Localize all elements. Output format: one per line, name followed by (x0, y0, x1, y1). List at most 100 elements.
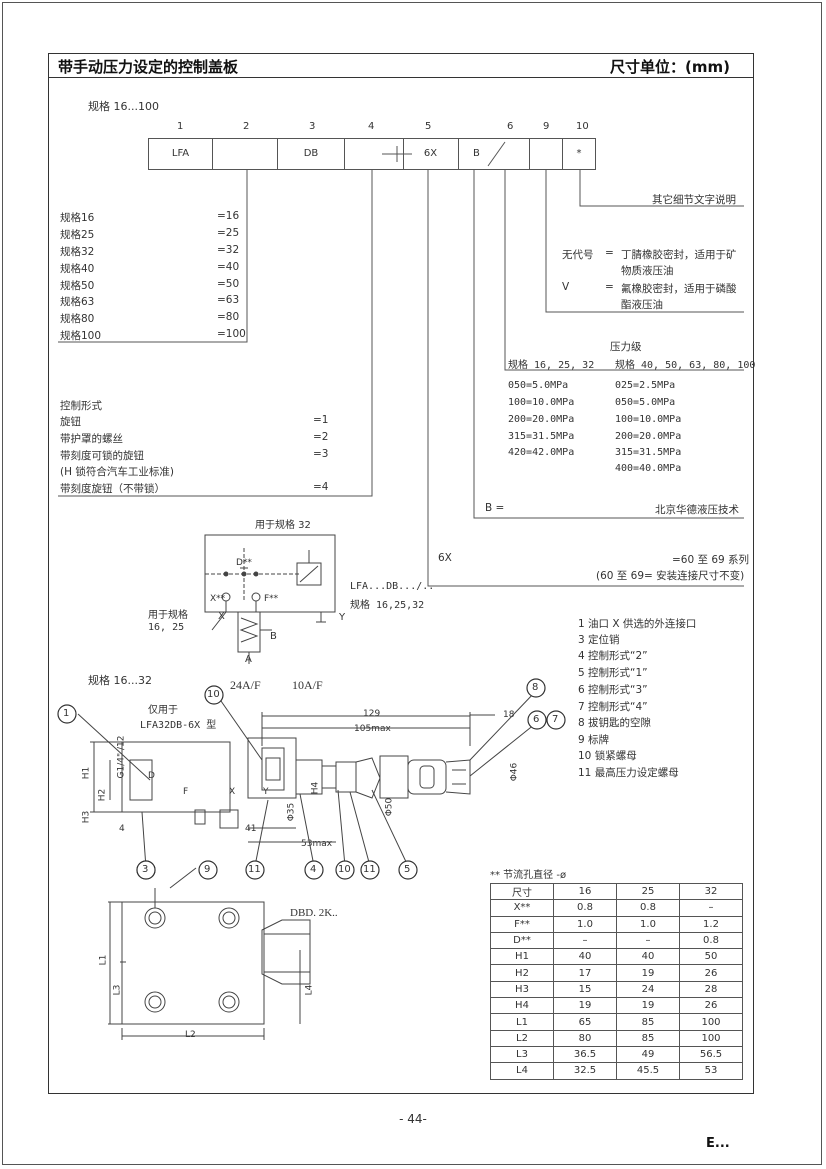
legend-item: 5 控制形式“1” (578, 667, 648, 679)
label-l2: L2 (185, 1030, 196, 1040)
page-title: 带手动压力设定的控制盖板 (58, 58, 239, 76)
table-cell: – (553, 931, 617, 950)
callout-7 (546, 710, 566, 730)
control-title: 控制形式 (60, 400, 102, 412)
legend-item: 11 最高压力设定螺母 (578, 767, 679, 779)
callout-label: 6 (533, 714, 540, 725)
table-cell: 0.8 (553, 899, 617, 917)
table-cell: H2 (490, 964, 554, 982)
table-row: D**––0.8 (490, 931, 743, 950)
size-code: =32 (217, 244, 240, 256)
callout-3b (136, 860, 156, 880)
page-number: - 44- (399, 1112, 427, 1126)
seal-desc: 酯液压油 (621, 299, 663, 311)
table-cell: 65 (553, 1013, 617, 1031)
legend-item: 4 控制形式“2” (578, 650, 648, 662)
callout-label: 10 (207, 689, 220, 700)
dim-129: 129 (363, 709, 381, 719)
callout-label: 3 (142, 864, 149, 875)
label-dbd: DBD. 2K.. (290, 907, 338, 919)
symbol-for-size32: 用于规格 32 (255, 520, 311, 531)
symbol-port-y: Y (339, 612, 346, 623)
pressure-value: 400=40.0MPa (615, 463, 682, 474)
code-index-4: 4 (368, 121, 375, 132)
content-frame (48, 53, 754, 1094)
pressure-title: 压力级 (610, 341, 642, 353)
table-cell: L4 (490, 1062, 554, 1080)
size-label: 规格50 (60, 280, 95, 292)
callout-label: 9 (204, 864, 211, 875)
size-label: 规格16 (60, 212, 95, 224)
series-desc: =60 至 69 系列 (672, 554, 750, 566)
ordering-spec-label: 规格 16...100 (88, 100, 159, 113)
table-cell: 17 (553, 964, 617, 982)
pressure-value: 100=10.0MPa (615, 414, 682, 425)
pressure-value: 200=20.0MPa (508, 414, 575, 425)
table-cell: 36.5 (553, 1045, 617, 1064)
pressure-value: 025=2.5MPa (615, 380, 676, 391)
other-details-label: 其它细节文字说明 (652, 194, 736, 206)
pressure-col2-header: 规格 40, 50, 63, 80, 100 (615, 360, 756, 371)
code-index-5: 5 (425, 121, 432, 132)
table-cell: 32.5 (553, 1062, 617, 1080)
table-cell: 85 (616, 1029, 680, 1047)
dim-18: 18 (503, 710, 515, 720)
drawing-spec-label: 规格 16...32 (88, 674, 152, 687)
label-f: F (183, 787, 189, 797)
callout-label: 10 (338, 864, 351, 875)
dim-10af: 10A/F (292, 678, 323, 692)
only-for-label: 仅用于 (148, 705, 178, 716)
table-cell: H1 (490, 948, 554, 966)
table-note: ** 节流孔直径 -ø (490, 870, 567, 881)
table-cell: – (679, 899, 743, 917)
size-label: 规格63 (60, 296, 95, 308)
code-index-2: 2 (243, 121, 250, 132)
callout-9 (198, 860, 218, 880)
size-code: =50 (217, 278, 240, 290)
callout-5 (398, 860, 418, 880)
callout-label: 4 (310, 864, 317, 875)
table-cell: 85 (616, 1013, 680, 1031)
legend-item: 3 定位销 (578, 634, 620, 646)
callout-1 (57, 704, 77, 724)
control-code: =2 (313, 431, 329, 443)
symbol-port-f: F** (264, 594, 279, 604)
only-for-model: LFA32DB-6X 型 (140, 720, 217, 731)
callout-11 (245, 860, 265, 880)
callout-label: 1 (63, 708, 70, 719)
table-header-row: 尺寸 16 25 32 (490, 882, 743, 901)
control-item: 带刻度旋钮（不带锁） (60, 483, 165, 495)
seal-code: V (562, 281, 570, 293)
table-cell: 1.0 (616, 915, 680, 933)
series-code: 6X (438, 552, 452, 564)
table-cell: 1.0 (553, 915, 617, 933)
label-d: D (148, 771, 155, 781)
symbol-port-a: A (245, 654, 252, 665)
label-4: 4 (119, 824, 125, 834)
size-code: =40 (217, 261, 240, 273)
pressure-value: 200=20.0MPa (615, 431, 682, 442)
table-cell: 53 (679, 1062, 743, 1080)
size-code: =25 (217, 227, 240, 239)
table-cell: 26 (679, 997, 743, 1015)
pressure-value: 315=31.5MPa (508, 431, 575, 442)
control-code: =4 (313, 481, 329, 493)
table-cell: 49 (616, 1045, 680, 1064)
dim-41: 41 (245, 824, 257, 834)
label-x: X (229, 787, 236, 797)
footer-mark: E... (706, 1136, 730, 1151)
size-code: =100 (217, 328, 246, 340)
pressure-value: 050=5.0MPa (615, 397, 676, 408)
callout-10 (204, 685, 224, 705)
pressure-value: 315=31.5MPa (615, 447, 682, 458)
